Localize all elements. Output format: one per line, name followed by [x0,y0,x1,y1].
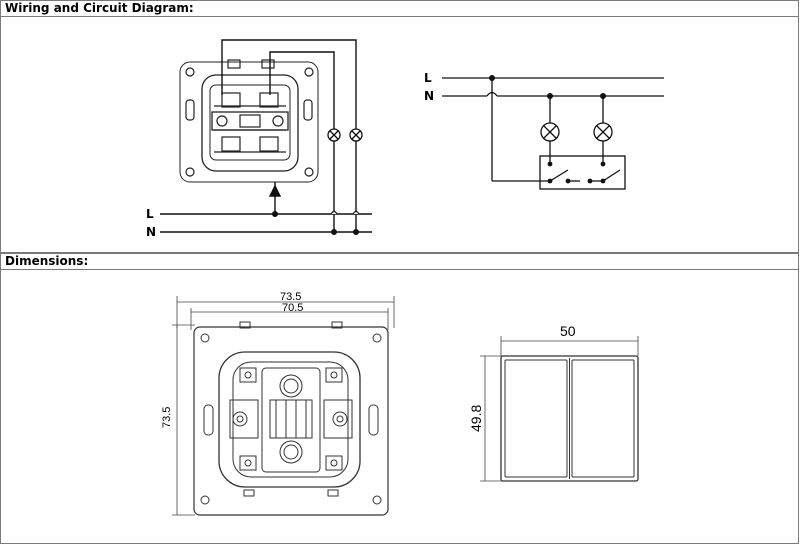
wiring-lamp-icons [327,128,363,142]
dimensions-section-title: Dimensions: [5,254,89,268]
rocker-left [504,359,568,478]
wiring-section-header: Wiring and Circuit Diagram: [0,0,799,17]
circuit-line-label: L [424,71,432,85]
cover-width-label: 50 [560,323,576,339]
wiring-junction-dots [272,211,359,235]
dimensions-section-header: Dimensions: [0,253,799,270]
rocker-right [571,359,635,478]
circuit-lamp-2 [593,122,613,142]
height-label: 73.5 [161,407,173,428]
mechanism-dimension-lines [172,296,395,516]
cover-dimension-lines [480,336,639,482]
circuit-lamp-1 [540,122,560,142]
cover-height-label: 49.8 [468,405,484,432]
circuit-switch-box [539,155,626,190]
outer-width-label: 73.5 [280,291,301,303]
wiring-line-label: L [146,207,154,221]
inner-width-label: 70.5 [282,302,303,314]
switch-mechanism-drawing [179,59,319,183]
circuit-junction-dots [489,75,606,184]
double-rocker-cover [500,355,639,482]
wiring-section-title: Wiring and Circuit Diagram: [5,1,194,15]
wiring-section-body [0,17,799,253]
wiring-neutral-label: N [146,225,156,239]
circuit-neutral-label: N [424,89,434,103]
